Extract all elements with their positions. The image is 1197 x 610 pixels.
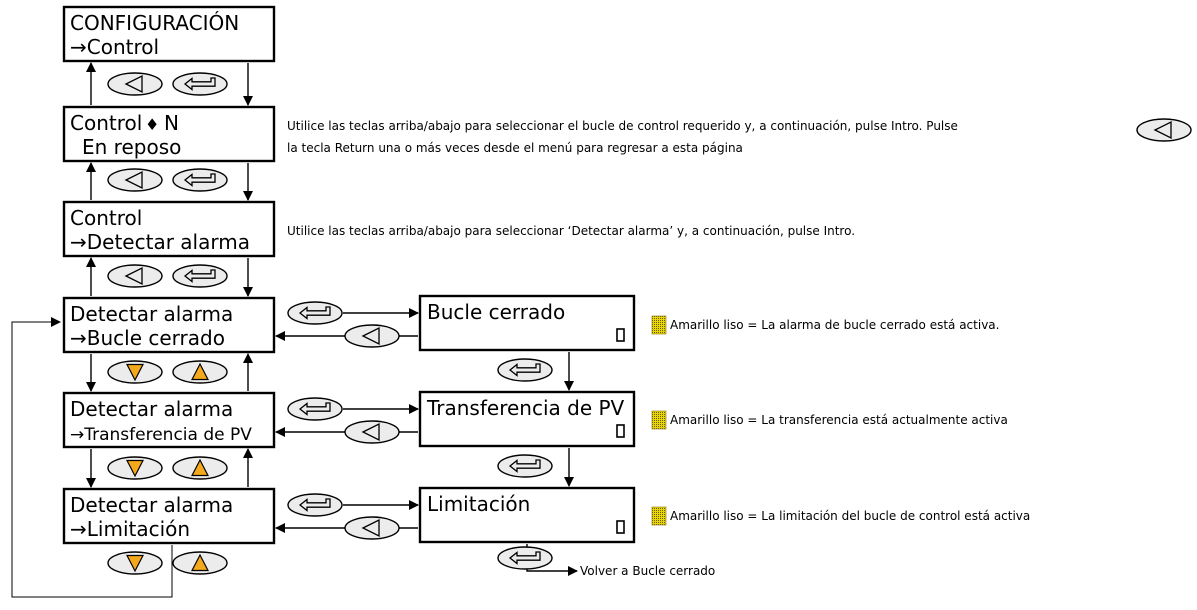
yellow-grid-indicator-icon <box>651 315 667 335</box>
enter-key-icon[interactable] <box>172 168 228 192</box>
screen-detect-limit-line1: Detectar alarma <box>70 493 233 517</box>
enter-key-icon[interactable] <box>172 72 228 96</box>
note-bucle-status: Amarillo liso = La alarma de bucle cerra… <box>670 318 999 332</box>
back-key-icon[interactable] <box>344 324 400 348</box>
note-control-detect: Utilice las teclas arriba/abajo para sel… <box>287 224 855 238</box>
screen-control-select-line1: Control <box>70 111 142 135</box>
enter-key-icon[interactable] <box>172 264 228 288</box>
screen-detect-bucle-line1: Detectar alarma <box>70 302 233 326</box>
screen-result-transfer: Transferencia de PV <box>418 390 636 448</box>
back-key-icon[interactable] <box>107 264 163 288</box>
note-control-select-line1: Utilice las teclas arriba/abajo para sel… <box>287 119 958 133</box>
cursor-icon <box>616 424 625 438</box>
cursor-icon <box>616 328 625 342</box>
loop-selector-icon: ♦ <box>145 115 159 134</box>
screen-configuracion-line1: CONFIGURACIÓN <box>70 11 239 35</box>
screen-result-limit-title: Limitación <box>427 492 530 516</box>
vertical-arrows <box>11 62 253 598</box>
back-key-icon[interactable] <box>344 516 400 540</box>
enter-key-icon[interactable] <box>287 493 343 517</box>
up-key-icon[interactable] <box>172 551 228 575</box>
screen-configuracion-line2: →Control <box>70 35 159 59</box>
down-key-icon[interactable] <box>107 456 163 480</box>
screen-detect-bucle: Detectar alarma →Bucle cerrado <box>62 296 276 354</box>
screen-result-transfer-title: Transferencia de PV <box>426 396 625 420</box>
enter-key-icon[interactable] <box>497 358 553 382</box>
screen-control-detect-line1: Control <box>70 206 142 230</box>
enter-key-icon[interactable] <box>497 454 553 478</box>
screen-result-limit: Limitación <box>418 486 636 544</box>
screen-detect-transfer-line2: →Transferencia de PV <box>70 425 252 445</box>
screen-control-detect: Control →Detectar alarma <box>62 200 276 258</box>
enter-key-icon[interactable] <box>287 301 343 325</box>
enter-key-icon[interactable] <box>497 546 553 570</box>
down-key-icon[interactable] <box>107 551 163 575</box>
cursor-icon <box>616 520 625 534</box>
note-control-select-line2: la tecla Return una o más veces desde el… <box>287 141 743 155</box>
back-key-icon[interactable] <box>107 72 163 96</box>
horizontal-links <box>275 301 419 540</box>
back-key-icon[interactable] <box>344 420 400 444</box>
screen-result-bucle-title: Bucle cerrado <box>427 300 565 324</box>
yellow-grid-indicator-icon <box>651 410 667 430</box>
notes: Utilice las teclas arriba/abajo para sel… <box>287 118 1192 526</box>
screen-detect-transfer-line1: Detectar alarma <box>70 397 233 421</box>
screen-detect-bucle-line2: →Bucle cerrado <box>70 326 225 350</box>
back-key-icon <box>1136 118 1192 142</box>
screen-detect-limit: Detectar alarma →Limitación <box>62 487 276 545</box>
right-column-flow: Volver a Bucle cerrado <box>497 352 715 578</box>
loop-number: N <box>164 111 179 135</box>
yellow-grid-indicator-icon <box>651 506 667 526</box>
down-key-icon[interactable] <box>107 360 163 384</box>
up-key-icon[interactable] <box>172 456 228 480</box>
note-transfer-status: Amarillo liso = La transferencia está ac… <box>670 413 1008 427</box>
enter-key-icon[interactable] <box>287 397 343 421</box>
screen-detect-limit-line2: →Limitación <box>70 517 190 541</box>
screen-control-select: Control ♦ N En reposo <box>62 105 276 163</box>
screen-control-select-line2: En reposo <box>82 135 181 159</box>
return-label: Volver a Bucle cerrado <box>580 564 715 578</box>
screen-configuracion: CONFIGURACIÓN →Control <box>62 5 276 63</box>
note-limit-status: Amarillo liso = La limitación del bucle … <box>670 509 1030 523</box>
screen-control-detect-line2: →Detectar alarma <box>70 230 250 254</box>
back-key-icon[interactable] <box>107 168 163 192</box>
screen-detect-transfer: Detectar alarma →Transferencia de PV <box>62 391 276 449</box>
up-key-icon[interactable] <box>172 360 228 384</box>
screen-result-bucle: Bucle cerrado <box>418 294 636 352</box>
